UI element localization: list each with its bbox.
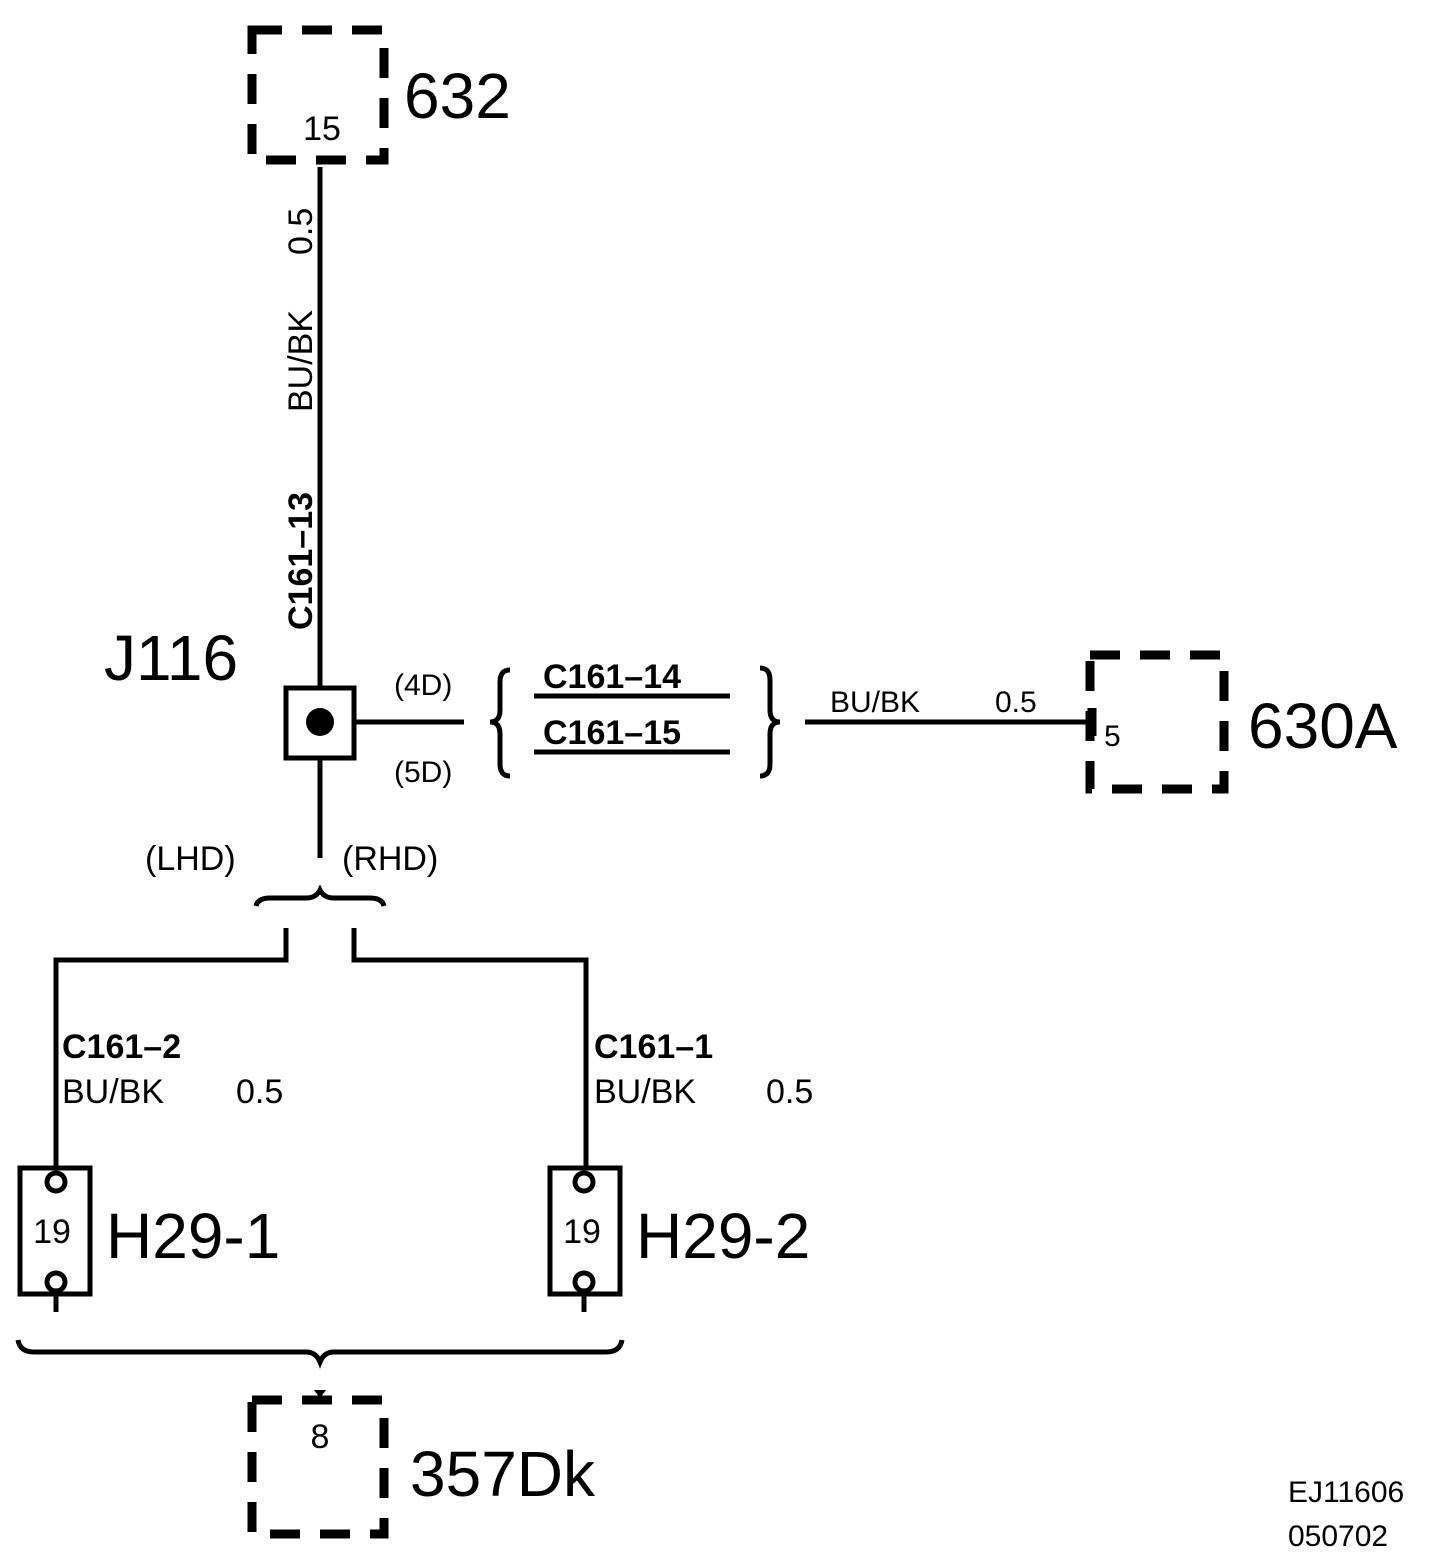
wire-right-branch-gauge: 0.5 bbox=[766, 1073, 813, 1111]
wire-left-connector: C161–2 bbox=[62, 1028, 181, 1066]
component-630a-label: 630A bbox=[1248, 690, 1398, 762]
brace-right bbox=[759, 665, 781, 779]
wire-right-connector-b: C161–15 bbox=[543, 714, 681, 752]
component-h29-1-label: H29-1 bbox=[106, 1200, 280, 1272]
component-632-pin: 15 bbox=[303, 110, 341, 148]
component-630a-pin: 5 bbox=[1104, 720, 1121, 753]
junction-pin-5d: (5D) bbox=[394, 756, 452, 789]
component-h29-2-pin: 19 bbox=[563, 1213, 601, 1251]
junction-label: J116 bbox=[104, 622, 238, 694]
wire-right-branch bbox=[351, 928, 589, 1172]
component-630a: 5 630A bbox=[1085, 650, 1398, 794]
junction-dot bbox=[306, 708, 334, 736]
wire-left-color: BU/BK bbox=[62, 1073, 164, 1111]
component-h29-2: 19 H29-2 bbox=[547, 1165, 810, 1297]
component-h29-2-label: H29-2 bbox=[636, 1200, 810, 1272]
wire-top-gauge: 0.5 bbox=[282, 208, 320, 255]
wire-top-connector: C161–13 bbox=[282, 492, 320, 630]
wire-top-labels: C161–13 BU/BK 0.5 bbox=[282, 208, 320, 630]
bottom-brace bbox=[15, 1339, 625, 1369]
component-h29-1: 19 H29-1 bbox=[17, 1165, 280, 1297]
junction-j116: J116 bbox=[104, 622, 357, 761]
component-632: 15 632 bbox=[247, 25, 511, 165]
footer-ref: EJ11606 bbox=[1288, 1476, 1404, 1509]
junction-pin-4d: (4D) bbox=[394, 669, 452, 702]
wire-top-color: BU/BK bbox=[282, 310, 320, 412]
wire-right-color: BU/BK bbox=[830, 686, 920, 719]
variant-brace bbox=[253, 884, 387, 907]
brace-left bbox=[489, 667, 511, 779]
wire-right-branch-connector: C161–1 bbox=[594, 1028, 713, 1066]
variant-rhd: (RHD) bbox=[342, 840, 438, 878]
component-357dk-label: 357Dk bbox=[410, 1438, 596, 1510]
variant-lhd: (LHD) bbox=[145, 840, 236, 878]
wire-right-gauge: 0.5 bbox=[995, 686, 1037, 719]
component-357dk-pin: 8 bbox=[311, 1418, 330, 1456]
wire-left-branch bbox=[53, 928, 289, 1172]
component-h29-1-pin: 19 bbox=[33, 1213, 71, 1251]
wire-right-branch-color: BU/BK bbox=[594, 1073, 696, 1111]
component-632-label: 632 bbox=[404, 60, 511, 132]
wire-left-gauge: 0.5 bbox=[236, 1073, 283, 1111]
wire-right-connector-a: C161–14 bbox=[543, 658, 681, 696]
footer-date: 050702 bbox=[1288, 1520, 1388, 1553]
component-357dk: 8 357Dk bbox=[247, 1390, 596, 1539]
